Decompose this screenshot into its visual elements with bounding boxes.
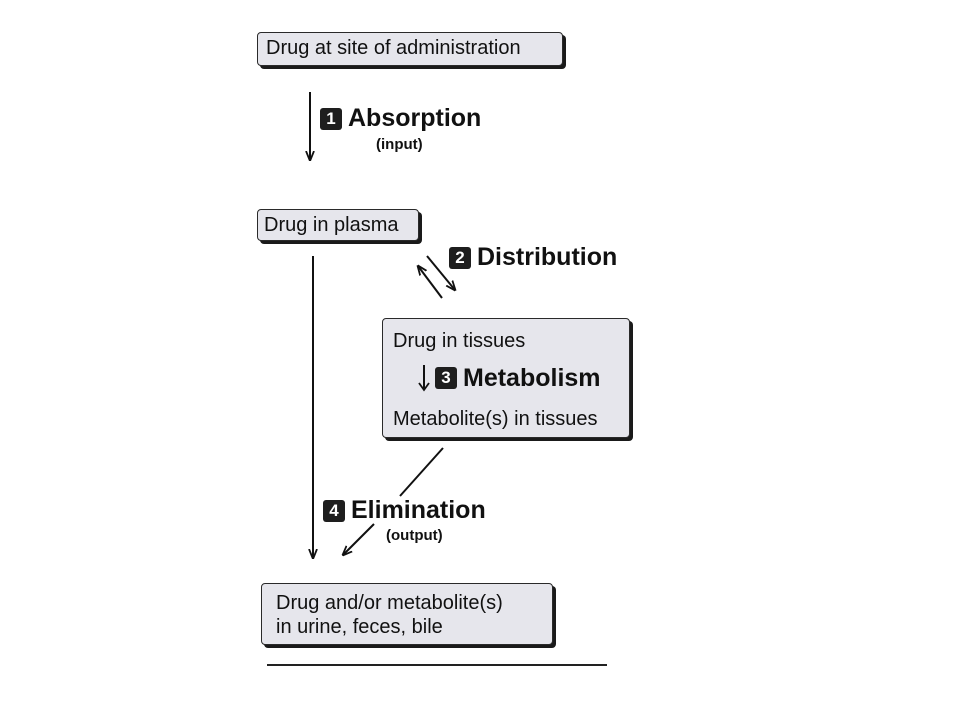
plasma-label: Drug in plasma: [264, 214, 399, 236]
tissues-box: Drug in tissues 3 Metabolism Metabolite(…: [382, 318, 630, 438]
distribution-label: Distribution: [477, 243, 618, 271]
metabolism-step: 3 Metabolism: [417, 363, 601, 393]
step-2-badge: 2: [449, 246, 471, 269]
metabolism-arrow: [418, 365, 430, 392]
step-4-badge: 4: [323, 499, 345, 522]
elimination-sublabel: (output): [386, 527, 443, 544]
metabolites-label: Metabolite(s) in tissues: [393, 408, 598, 430]
metabolism-label: Metabolism: [463, 364, 601, 392]
distribution-forward-arrow: [426, 255, 455, 290]
step-1-badge: 1: [320, 107, 342, 130]
absorption-sublabel: (input): [376, 136, 423, 153]
tissues-label: Drug in tissues: [393, 330, 526, 352]
absorption-label: Absorption: [348, 104, 482, 132]
distribution-step: 2 Distribution: [449, 243, 617, 272]
elimination-label: Elimination: [351, 496, 486, 524]
elimination-arrow-top: [399, 447, 444, 497]
elimination-arrow-bottom: [343, 523, 375, 555]
plasma-box: Drug in plasma: [257, 209, 419, 241]
output-label-line1: Drug and/or metabolite(s): [276, 592, 503, 614]
absorption-step: 1 Absorption: [320, 104, 481, 133]
bottom-divider: [267, 664, 607, 666]
output-label-line2: in urine, feces, bile: [276, 616, 443, 638]
elimination-step: 4 Elimination: [323, 496, 486, 525]
step-3-badge: 3: [435, 367, 457, 389]
distribution-back-arrow: [418, 266, 443, 299]
administration-site-box: Drug at site of administration: [257, 32, 563, 66]
excretion-output-box: Drug and/or metabolite(s) in urine, fece…: [261, 583, 553, 645]
administration-label: Drug at site of administration: [266, 37, 521, 59]
